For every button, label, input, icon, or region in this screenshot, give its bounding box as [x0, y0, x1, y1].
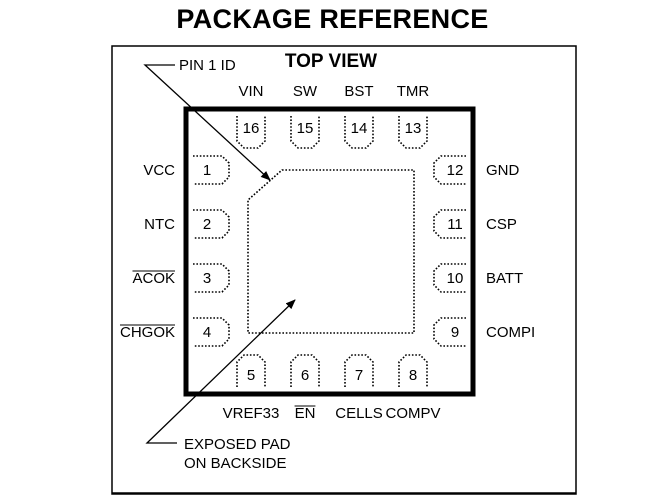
pin-pad	[344, 116, 374, 149]
pin-pad	[398, 354, 428, 387]
top-view-label: TOP VIEW	[285, 51, 377, 72]
pin-number: 5	[247, 367, 255, 384]
pin-number: 1	[203, 162, 211, 179]
pin-name: EN	[295, 405, 316, 422]
pin-number: 2	[203, 216, 211, 233]
diagram-title: PACKAGE REFERENCE	[176, 4, 489, 34]
pin-pad	[236, 354, 266, 387]
pin-number: 9	[451, 324, 459, 341]
pin-pad	[236, 116, 266, 149]
pin1-leader-line	[143, 64, 271, 181]
pin-name: GND	[486, 162, 520, 179]
pin-number: 6	[301, 367, 309, 384]
pin-name: ACOK	[132, 270, 175, 287]
pin-name: COMPI	[486, 324, 535, 341]
pin-pad	[193, 155, 230, 185]
pin1-label: PIN 1 ID	[179, 57, 236, 74]
pin-pad	[433, 209, 466, 239]
pin-pad	[433, 155, 466, 185]
pin-number: 4	[203, 324, 211, 341]
pin-name: SW	[293, 83, 318, 100]
pin-number: 8	[409, 367, 417, 384]
pin-pad	[433, 317, 466, 347]
exposed-pad-outline	[247, 169, 415, 334]
pin-number: 3	[203, 270, 211, 287]
pin-name: TMR	[397, 83, 430, 100]
pin-name: BATT	[486, 270, 523, 287]
pin-name: VREF33	[223, 405, 280, 422]
pin-pad	[398, 116, 428, 149]
pin-number: 15	[297, 120, 314, 137]
pin-number: 7	[355, 367, 363, 384]
pin-name: BST	[344, 83, 373, 100]
pin-pad	[433, 263, 466, 293]
exposed-pad-leader-line	[145, 299, 296, 444]
pin-name: CSP	[486, 216, 517, 233]
pin-pad	[344, 354, 374, 387]
pin-pad	[193, 317, 230, 347]
pin-number: 14	[351, 120, 368, 137]
pin-name: COMPV	[385, 405, 440, 422]
exposed-pad-label-line1: EXPOSED PAD	[184, 436, 291, 453]
package-body	[183, 106, 476, 397]
pins-group: 1 VCC 2 NTC 3 ACOK 4 CHGOK 9 COMPI 10 BATT 11 CSP 12 GN…	[119, 83, 535, 422]
pin-name: VIN	[238, 83, 263, 100]
exposed-pad-label-line2: ON BACKSIDE	[184, 455, 287, 472]
pin-number: 12	[447, 162, 464, 179]
pin-pad	[193, 209, 230, 239]
pin-number: 10	[447, 270, 464, 287]
pin-pad	[290, 354, 320, 387]
pin-number: 13	[405, 120, 422, 137]
outer-frame	[111, 45, 577, 495]
pin-name: CELLS	[335, 405, 383, 422]
pin-pad	[193, 263, 230, 293]
pin-number: 11	[447, 216, 463, 233]
pin-name: VCC	[143, 162, 175, 179]
pin-name: NTC	[144, 216, 175, 233]
pin-number: 16	[243, 120, 260, 137]
pin-pad	[290, 116, 320, 149]
pin-name: CHGOK	[120, 324, 175, 341]
